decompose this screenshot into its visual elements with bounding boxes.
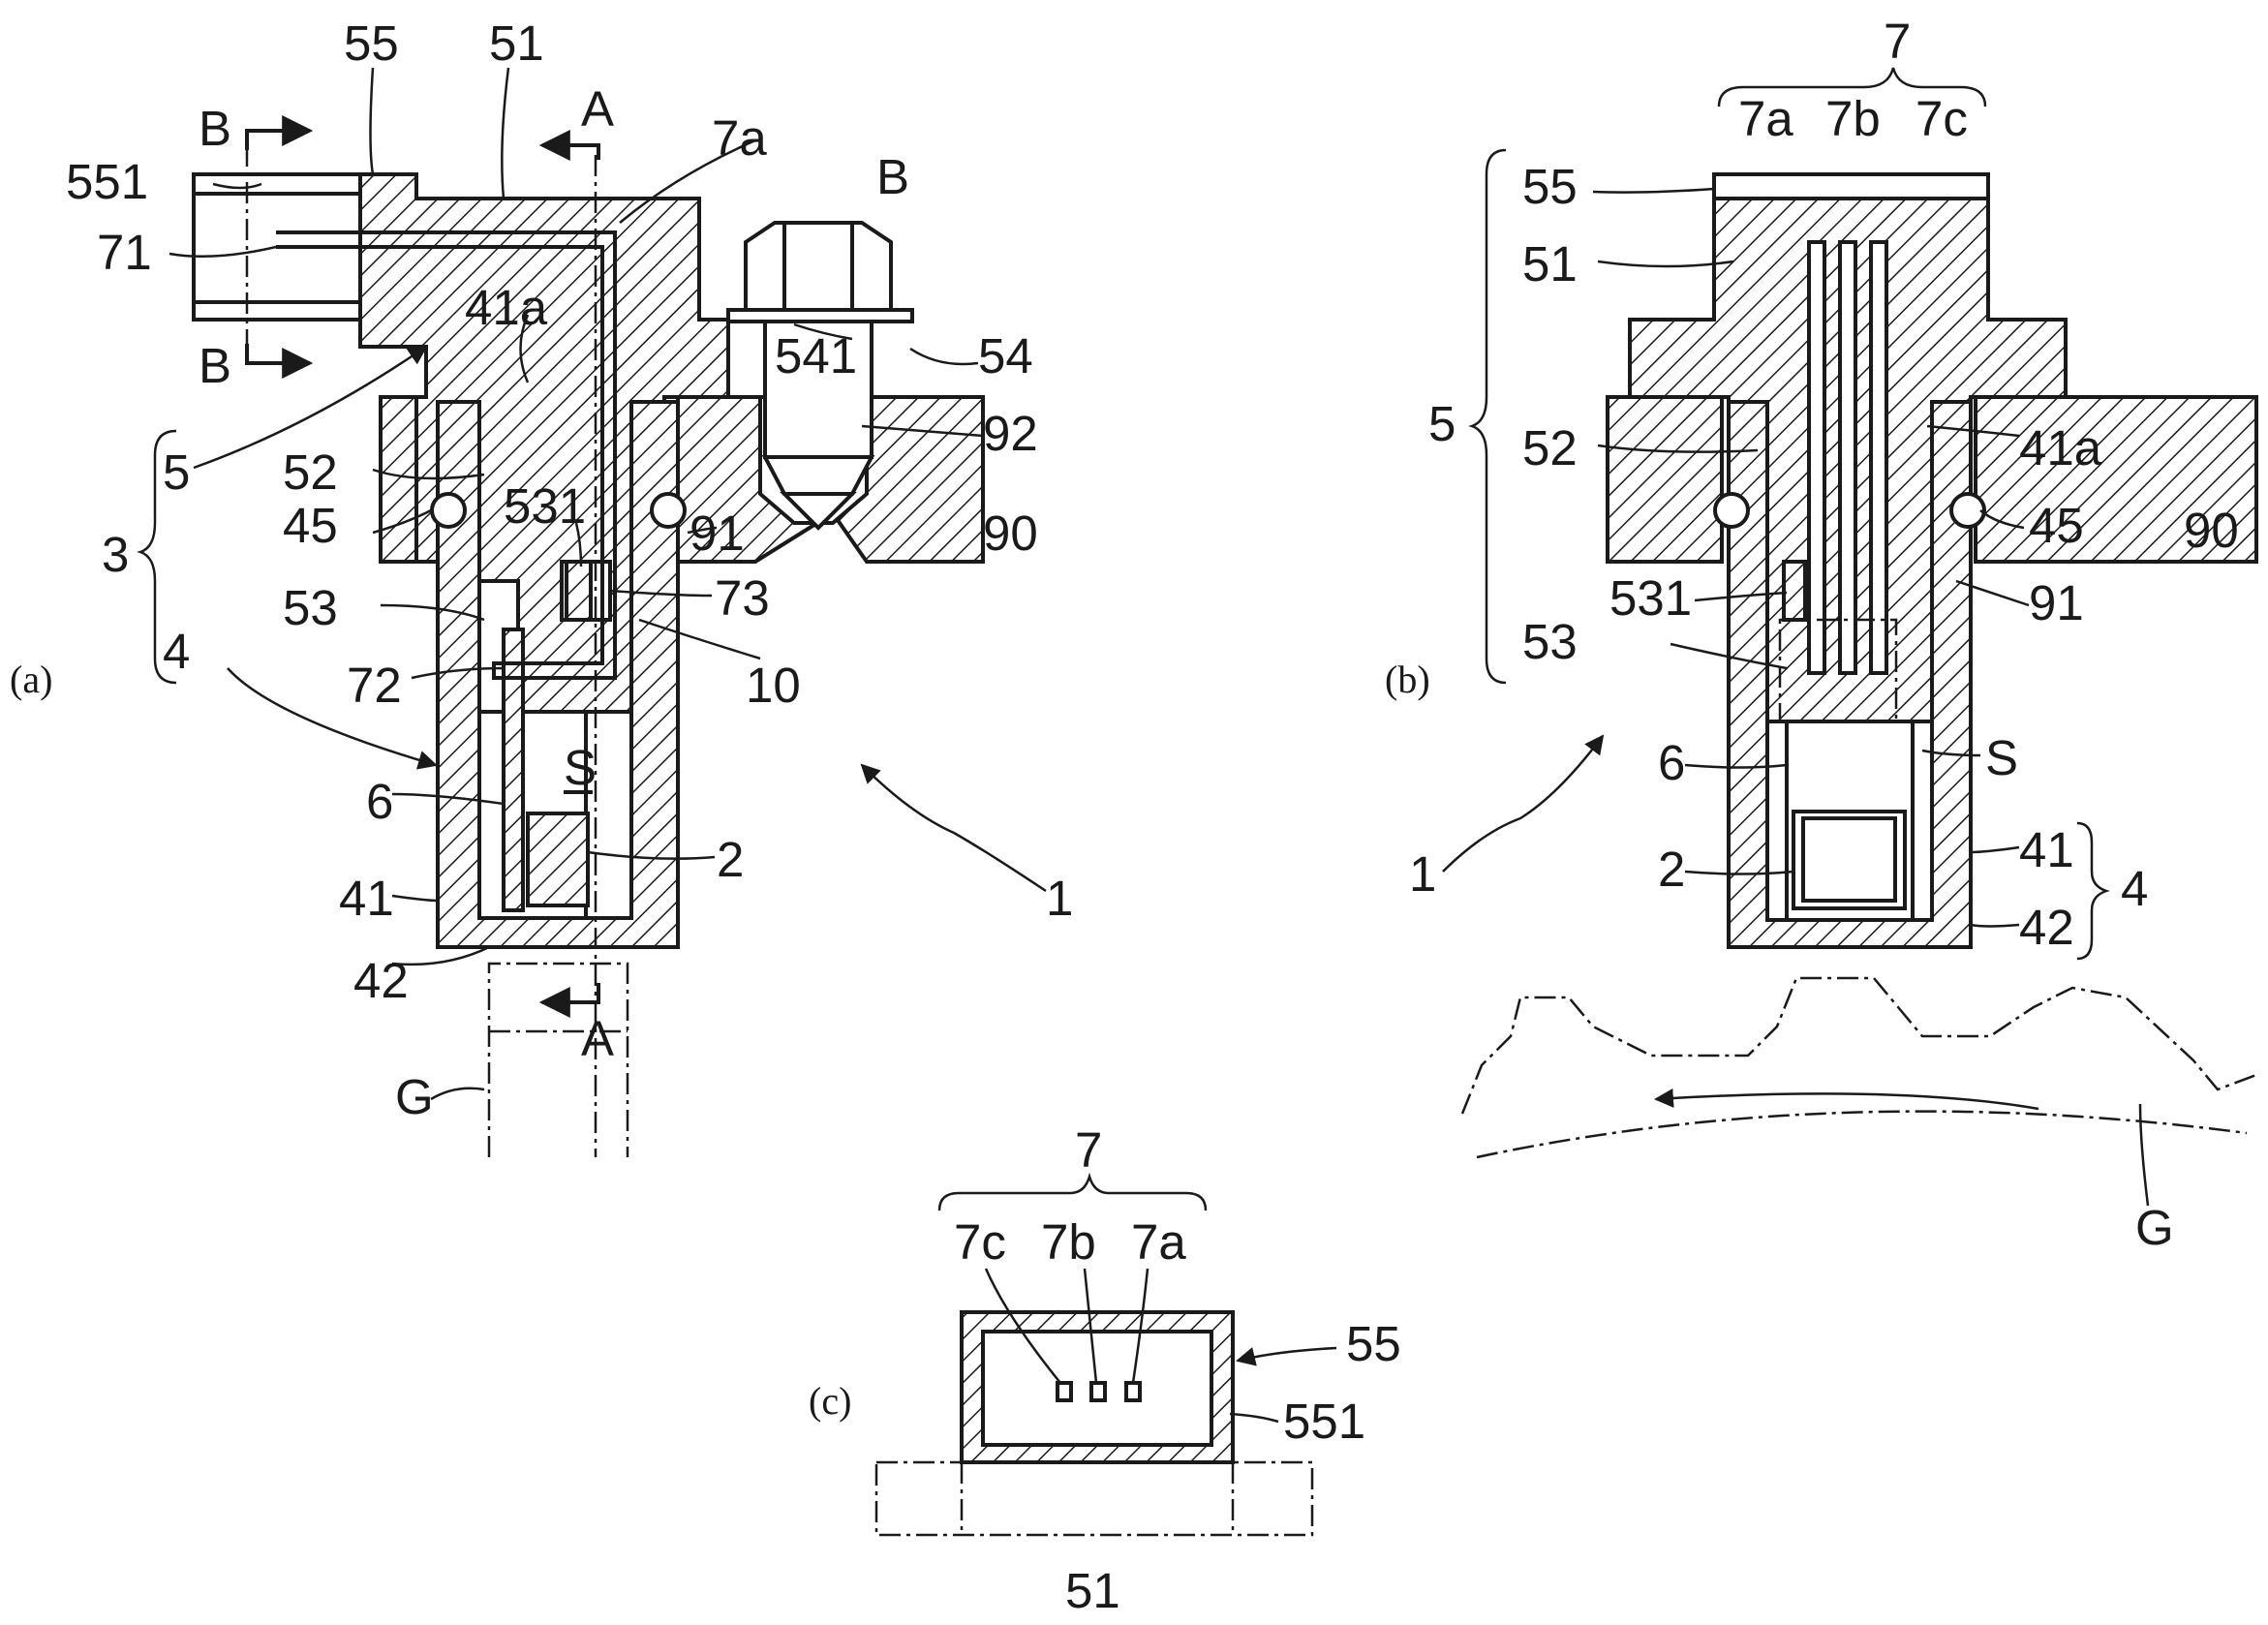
panel-label-a: (a) xyxy=(10,658,52,701)
label-73: 73 xyxy=(715,570,770,626)
b-label-7b: 7b xyxy=(1825,91,1881,146)
b-label-45: 45 xyxy=(2029,498,2084,553)
b-cap-55 xyxy=(1712,172,1990,200)
label-45: 45 xyxy=(283,498,338,553)
label-3: 3 xyxy=(102,527,129,582)
label-41a: 41a xyxy=(465,280,548,335)
c-label-7b: 7b xyxy=(1041,1214,1096,1270)
b-label-7c: 7c xyxy=(1916,91,1968,146)
recess-73 xyxy=(565,560,593,622)
label-10: 10 xyxy=(746,658,801,713)
label-1: 1 xyxy=(1046,871,1073,926)
terminal-7a xyxy=(276,230,617,680)
label-90: 90 xyxy=(983,506,1038,561)
b-label-2: 2 xyxy=(1658,842,1685,897)
gear-g-outline xyxy=(487,962,629,1157)
b-label-7: 7 xyxy=(1884,14,1911,69)
b-label-41a: 41a xyxy=(2019,420,2102,475)
b-label-91: 91 xyxy=(2029,575,2084,630)
b-recess-531 xyxy=(1782,560,1807,622)
c-terminal-7c xyxy=(1056,1381,1073,1402)
c-label-7: 7 xyxy=(1075,1122,1102,1178)
label-G: G xyxy=(395,1069,434,1124)
bolt-head xyxy=(744,221,893,312)
b-label-1: 1 xyxy=(1409,846,1436,902)
label-42: 42 xyxy=(353,953,409,1008)
label-51: 51 xyxy=(489,15,544,71)
b-label-4: 4 xyxy=(2121,861,2148,916)
c-label-7c: 7c xyxy=(954,1214,1006,1270)
label-71: 71 xyxy=(97,225,152,280)
b-label-5: 5 xyxy=(1428,396,1456,451)
b-terminal-7c xyxy=(1869,240,1888,675)
b-label-7a: 7a xyxy=(1738,91,1793,146)
label-541: 541 xyxy=(775,328,857,383)
label-B-bolt: B xyxy=(876,149,909,204)
b-label-55: 55 xyxy=(1522,159,1578,214)
c-base-51 xyxy=(874,1460,1314,1537)
brace-3 xyxy=(137,429,177,685)
b-label-51: 51 xyxy=(1522,236,1578,291)
b-label-52: 52 xyxy=(1522,420,1578,475)
figure-b-labels: (b) 7 7a 7b 7c 55 51 5 52 41a 45 90 531 … xyxy=(1385,14,2239,1255)
label-72: 72 xyxy=(347,658,402,713)
label-91: 91 xyxy=(690,506,745,561)
c-terminal-7a xyxy=(1124,1381,1142,1402)
label-S: S xyxy=(564,740,597,795)
bolt-shank xyxy=(763,320,873,459)
label-2: 2 xyxy=(717,832,744,887)
figure-a xyxy=(137,67,1047,1157)
b-label-531: 531 xyxy=(1609,570,1692,626)
figure-a-labels: (a) 55 51 A 7a B B 551 71 41a B 541 54 9… xyxy=(10,15,1073,1124)
label-52: 52 xyxy=(283,445,338,500)
label-531: 531 xyxy=(504,478,586,534)
b-o-ring-right xyxy=(1949,492,1986,529)
label-55: 55 xyxy=(344,15,399,71)
b-gear-g xyxy=(1460,976,2257,1115)
label-A-top: A xyxy=(581,81,614,137)
label-7a: 7a xyxy=(712,110,767,166)
b-label-6: 6 xyxy=(1658,735,1685,790)
figure-c xyxy=(874,1172,1337,1537)
case-41 xyxy=(436,400,680,949)
sensor-2 xyxy=(526,812,590,907)
label-92: 92 xyxy=(983,406,1038,461)
c-terminal-7b xyxy=(1089,1381,1107,1402)
b-terminal-7b xyxy=(1838,240,1857,675)
b-label-42: 42 xyxy=(2019,900,2074,955)
b-label-41: 41 xyxy=(2019,822,2074,877)
panel-label-b: (b) xyxy=(1385,658,1430,701)
label-5: 5 xyxy=(163,445,190,500)
terminal-72 xyxy=(502,628,525,912)
panel-label-c: (c) xyxy=(809,1379,851,1423)
b-terminal-7a xyxy=(1807,240,1826,675)
b-mounting-plate-left xyxy=(1606,395,1724,564)
label-6: 6 xyxy=(366,774,393,829)
c-label-51: 51 xyxy=(1065,1563,1120,1618)
b-label-53: 53 xyxy=(1522,614,1578,669)
label-551: 551 xyxy=(66,154,148,209)
figure-c-labels: (c) 7 7c 7b 7a 55 551 51 xyxy=(809,1122,1401,1618)
label-B-bottom: B xyxy=(199,338,231,393)
label-4: 4 xyxy=(163,624,190,679)
b-label-S: S xyxy=(1985,730,2018,785)
c-label-551: 551 xyxy=(1283,1394,1365,1449)
b-label-90: 90 xyxy=(2184,503,2239,558)
label-41: 41 xyxy=(339,871,394,926)
figure-b xyxy=(1442,67,2258,1207)
c-label-55: 55 xyxy=(1346,1316,1401,1371)
label-53: 53 xyxy=(283,580,338,635)
label-A-bottom: A xyxy=(581,1011,614,1066)
o-ring-45-right xyxy=(650,492,687,529)
label-54: 54 xyxy=(978,328,1033,383)
label-B-top: B xyxy=(199,101,231,156)
o-ring-45-left xyxy=(430,492,467,529)
b-label-G: G xyxy=(2135,1200,2174,1255)
b-o-ring-left xyxy=(1713,492,1750,529)
c-label-7a: 7a xyxy=(1131,1214,1186,1270)
b-case-41 xyxy=(1727,400,1973,949)
b-block-53 xyxy=(1778,618,1898,723)
